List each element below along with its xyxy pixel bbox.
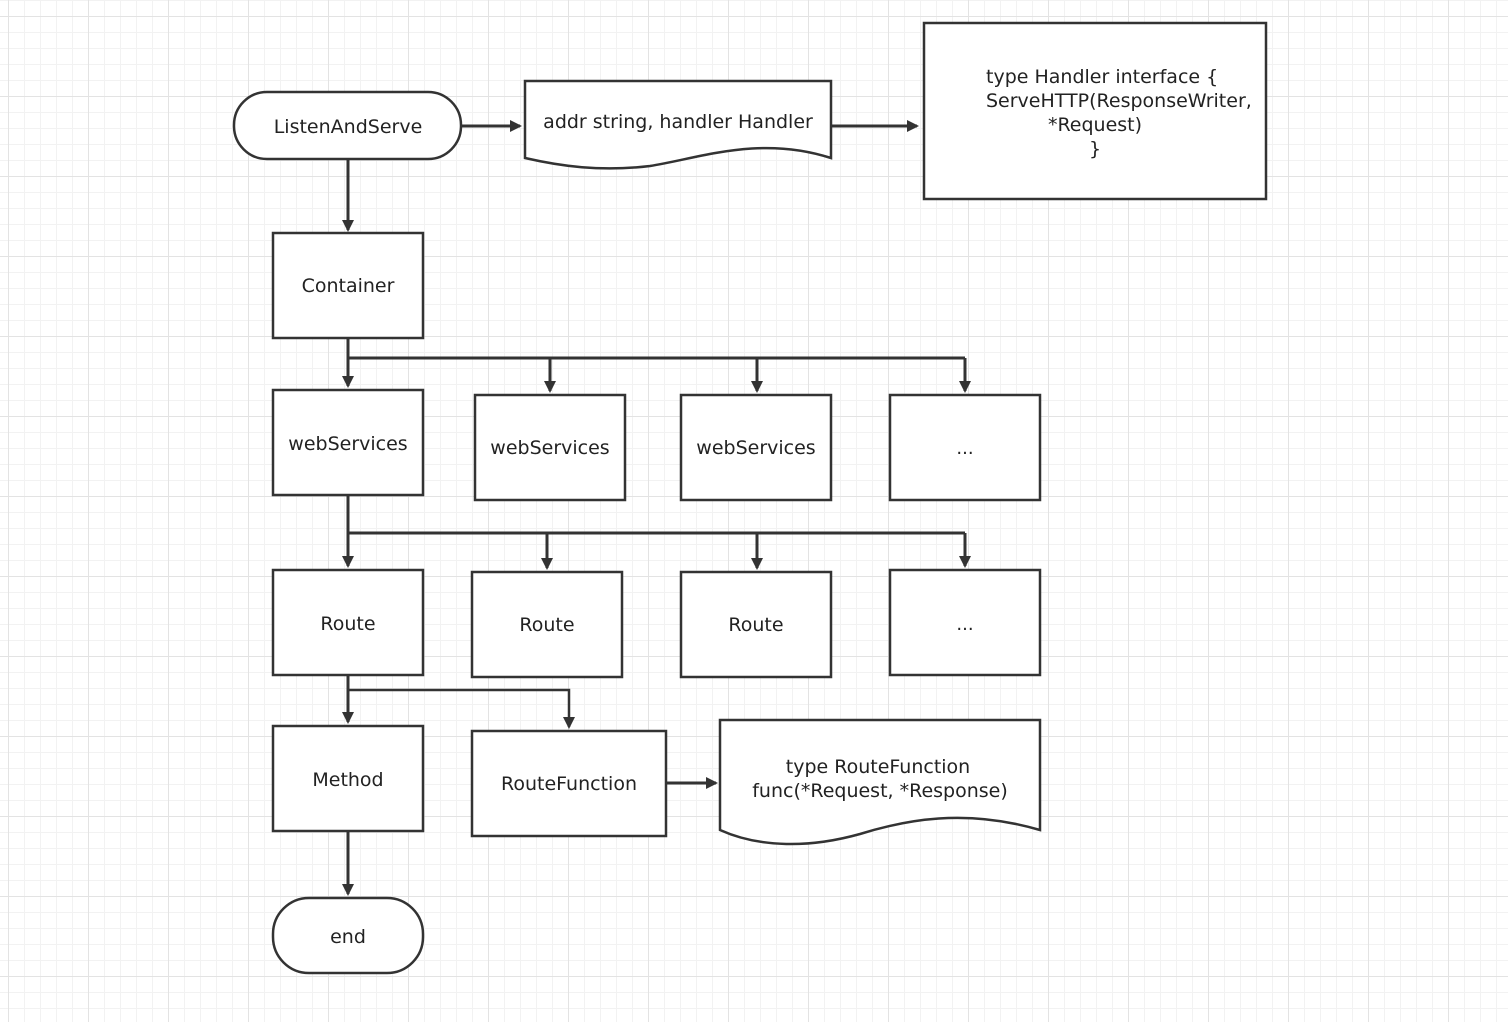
handler-interface-line-4: } <box>1089 138 1101 160</box>
handler-interface-box: type Handler interface { ServeHTTP(Respo… <box>922 21 1268 201</box>
webservices-box-3: webServices <box>679 393 833 502</box>
route-function-label: RouteFunction <box>501 773 637 795</box>
route-box-3: Route <box>679 570 833 679</box>
route-box-more: ... <box>888 568 1042 677</box>
container-label: Container <box>302 275 395 297</box>
route-function-type-line-1: type RouteFunction <box>786 756 970 778</box>
method-box: Method <box>271 724 425 833</box>
listen-and-serve-terminator: ListenAndServe <box>232 90 463 161</box>
webservices-label-1: webServices <box>288 433 407 455</box>
webservices-box-1: webServices <box>271 388 425 497</box>
route-label-1: Route <box>320 613 375 635</box>
handler-interface-line-3: *Request) <box>1048 114 1142 136</box>
end-terminator: end <box>271 896 425 975</box>
webservices-label-2: webServices <box>490 437 609 459</box>
route-function-box: RouteFunction <box>470 729 668 838</box>
route-label-2: Route <box>519 614 574 636</box>
handler-interface-line-1: type Handler interface { <box>986 66 1218 88</box>
route-label-3: Route <box>728 614 783 636</box>
webservices-box-2: webServices <box>473 393 627 502</box>
webservices-box-more: ... <box>888 393 1042 502</box>
end-label: end <box>330 926 366 948</box>
route-box-2: Route <box>470 570 624 679</box>
webservices-label-more: ... <box>956 438 973 459</box>
listen-and-serve-label: ListenAndServe <box>274 116 423 138</box>
container-box: Container <box>271 231 425 340</box>
addr-params-document: addr string, handler Handler <box>523 79 833 170</box>
webservices-label-3: webServices <box>696 437 815 459</box>
arrow-route-to-routefunction <box>348 688 575 729</box>
route-function-type-line-2: func(*Request, *Response) <box>752 780 1008 802</box>
route-box-1: Route <box>271 568 425 677</box>
addr-params-label: addr string, handler Handler <box>543 111 813 133</box>
handler-interface-line-2: ServeHTTP(ResponseWriter, <box>986 90 1252 112</box>
route-label-more: ... <box>956 614 973 635</box>
route-function-type-document: type RouteFunction func(*Request, *Respo… <box>718 718 1042 846</box>
method-label: Method <box>312 769 383 791</box>
